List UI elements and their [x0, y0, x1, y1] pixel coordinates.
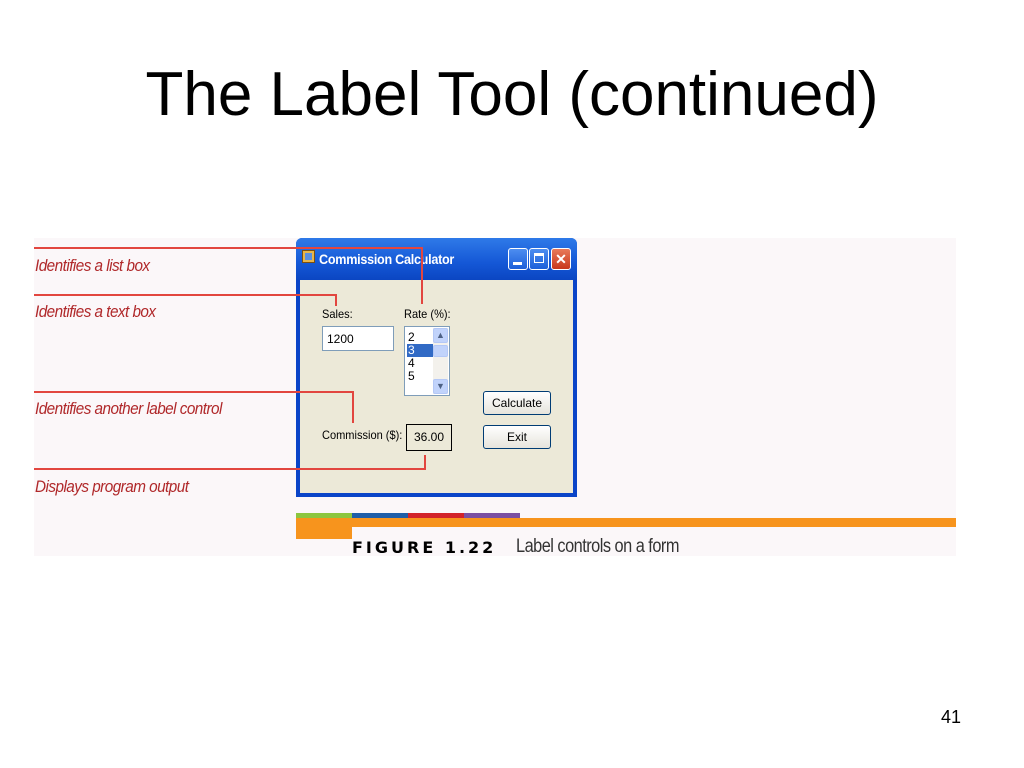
color-segment-purple [464, 513, 520, 518]
commission-output-label: 36.00 [406, 424, 452, 451]
list-item-selected[interactable]: 3 [407, 344, 433, 357]
list-item[interactable]: 4 [408, 356, 415, 370]
callout-line-text-box-drop [335, 294, 337, 306]
callout-label-control: Identifies another label control [35, 399, 222, 418]
figure-number: FIGURE 1.22 [352, 538, 497, 557]
scroll-thumb[interactable] [433, 345, 448, 357]
exit-button[interactable]: Exit [483, 425, 551, 449]
callout-line-text-box [34, 294, 336, 296]
list-item[interactable]: 2 [408, 330, 415, 344]
commission-label: Commission ($): [322, 428, 403, 442]
sales-text-box[interactable]: 1200 [322, 326, 394, 351]
callout-line-program-output-rise [424, 455, 426, 470]
chevron-down-icon: ▼ [436, 381, 445, 391]
list-item[interactable]: 5 [408, 369, 415, 383]
slide-number: 41 [940, 707, 961, 727]
color-segment-green [296, 513, 352, 518]
close-icon: ✕ [555, 251, 567, 267]
callout-line-program-output [34, 468, 425, 470]
callout-program-output: Displays program output [35, 477, 189, 496]
callout-line-label-control [34, 391, 353, 393]
scroll-up-button[interactable]: ▲ [433, 328, 448, 343]
maximize-button[interactable] [529, 248, 549, 270]
caption-bar-tab [296, 518, 352, 539]
rate-list-box[interactable]: 2 3 4 5 ▲ ▼ [404, 326, 450, 396]
color-segment-red [408, 513, 464, 518]
list-scrollbar[interactable]: ▲ ▼ [433, 328, 448, 394]
close-button[interactable]: ✕ [551, 248, 571, 270]
callout-line-label-control-drop [352, 391, 354, 423]
commission-calculator-window: Commission Calculator ✕ Sales: Rate (%):… [296, 238, 577, 497]
callout-line-list-box [34, 247, 422, 249]
callout-line-list-box-drop [421, 247, 423, 304]
sales-label: Sales: [322, 307, 353, 321]
color-segment-blue [352, 513, 408, 518]
app-icon [302, 250, 315, 263]
slide-title: The Label Tool (continued) [145, 60, 879, 129]
minimize-button[interactable] [508, 248, 528, 270]
scroll-down-button[interactable]: ▼ [433, 379, 448, 394]
window-titlebar[interactable]: Commission Calculator ✕ [296, 238, 577, 280]
rate-label: Rate (%): [404, 307, 451, 321]
window-title: Commission Calculator [319, 251, 455, 267]
figure-caption: Label controls on a form [516, 536, 679, 557]
chevron-up-icon: ▲ [436, 330, 445, 340]
caption-bar [296, 518, 956, 527]
form-client-area: Sales: Rate (%): 1200 2 3 4 5 ▲ ▼ Commis… [300, 280, 573, 493]
callout-text-box: Identifies a text box [35, 302, 156, 321]
calculate-button[interactable]: Calculate [483, 391, 551, 415]
callout-list-box: Identifies a list box [35, 256, 150, 275]
